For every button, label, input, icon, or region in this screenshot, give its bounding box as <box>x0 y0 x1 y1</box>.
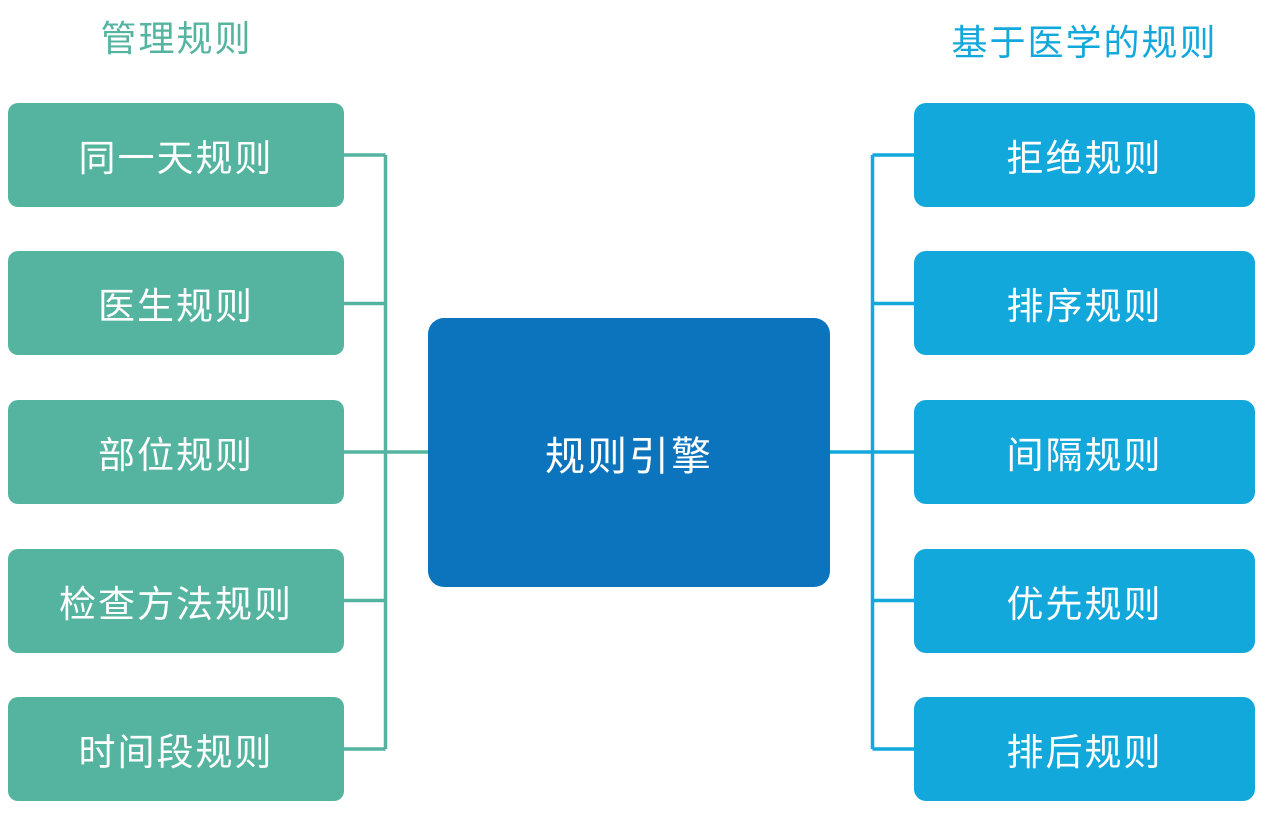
node-exam-method-rule: 检查方法规则 <box>8 549 344 653</box>
node-label: 优先规则 <box>1006 584 1163 625</box>
node-label: 检查方法规则 <box>59 584 293 625</box>
node-priority-rule: 优先规则 <box>914 549 1255 653</box>
node-interval-rule: 间隔规则 <box>914 400 1255 504</box>
node-reject-rule: 拒绝规则 <box>914 103 1255 207</box>
node-same-day-rule: 同一天规则 <box>8 103 344 207</box>
left-group-title: 管理规则 <box>100 18 253 59</box>
node-label: 部位规则 <box>98 435 254 476</box>
node-label: 规则引擎 <box>545 434 713 479</box>
node-label: 时间段规则 <box>78 732 274 773</box>
right-group-title: 基于医学的规则 <box>951 22 1218 63</box>
node-doctor-rule: 医生规则 <box>8 251 344 355</box>
node-sort-rule: 排序规则 <box>914 251 1255 355</box>
node-label: 拒绝规则 <box>1006 138 1163 179</box>
node-label: 医生规则 <box>98 286 254 327</box>
node-label: 排序规则 <box>1006 286 1163 327</box>
node-label: 间隔规则 <box>1006 435 1163 476</box>
node-postpone-rule: 排后规则 <box>914 697 1255 801</box>
node-body-part-rule: 部位规则 <box>8 400 344 504</box>
node-label: 排后规则 <box>1006 732 1163 773</box>
node-label: 同一天规则 <box>78 138 274 179</box>
node-time-period-rule: 时间段规则 <box>8 697 344 801</box>
node-rule-engine: 规则引擎 <box>428 318 830 587</box>
